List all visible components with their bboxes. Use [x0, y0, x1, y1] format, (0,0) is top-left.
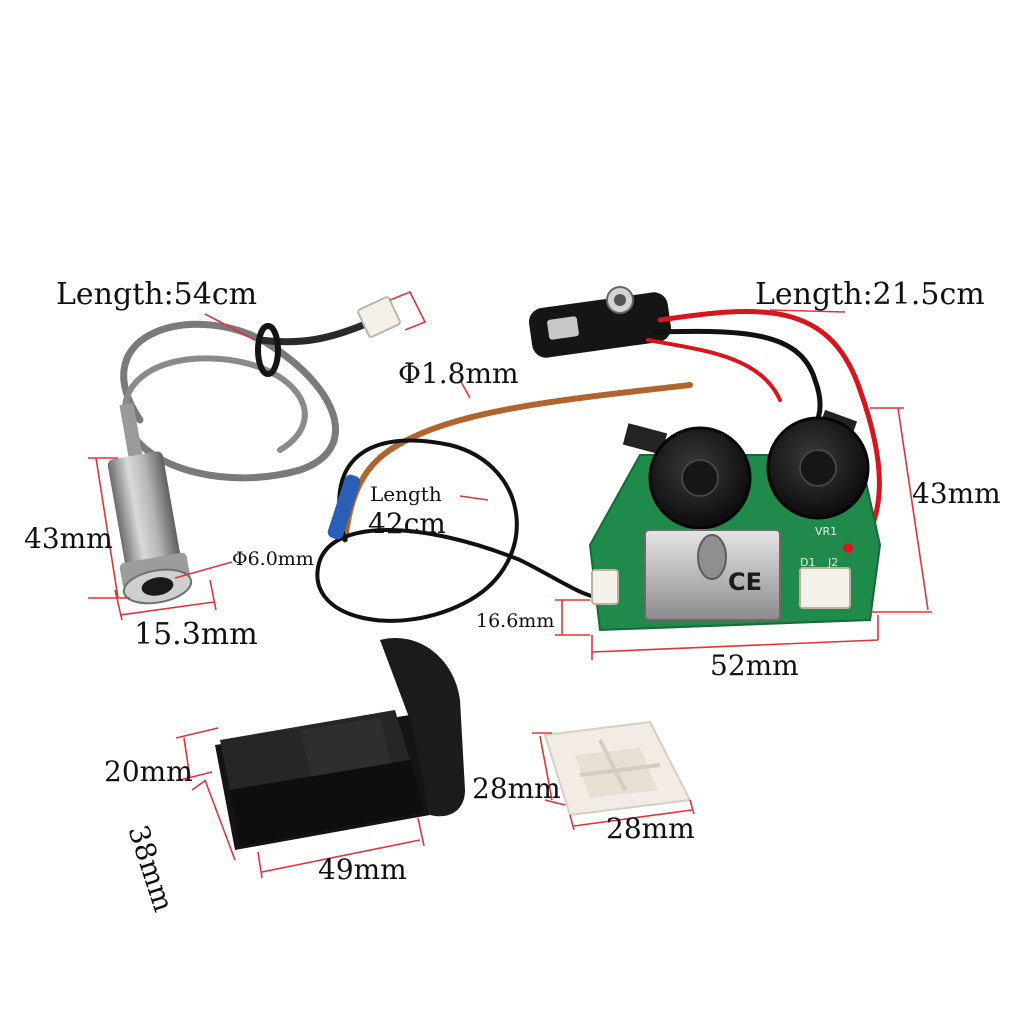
label-pickup-length-value: 42cm [368, 507, 446, 540]
adhesive-cable-mount [543, 720, 692, 817]
label-wire-length: Length:21.5cm [755, 277, 985, 312]
board-mark-vr1: VR1 [815, 525, 837, 538]
board-mark-d1: D1 [800, 556, 815, 569]
label-mount-height: 28mm [472, 772, 561, 805]
dimension-lines [88, 290, 932, 879]
board-mark-j2: J2 [827, 556, 838, 569]
pickup-cable [315, 438, 602, 623]
cable-tie-knot [255, 323, 281, 377]
label-braid-diameter: Φ1.8mm [398, 357, 519, 390]
preamp-board [588, 409, 882, 632]
gray-cable-to-connector [256, 316, 379, 346]
cable-connector-white [357, 296, 401, 338]
velcro-pouch [215, 638, 465, 850]
battery-wire-red [657, 309, 882, 563]
gray-cable [120, 320, 340, 482]
label-mount-width: 28mm [606, 812, 695, 845]
battery-wire-red-2 [646, 338, 782, 402]
output-jack-assembly [107, 296, 401, 605]
label-board-thickness: 16.6mm [476, 610, 555, 632]
battery-clip [529, 286, 671, 358]
label-board-height: 43mm [912, 477, 1001, 510]
label-cable-length: Length:54cm [56, 277, 258, 312]
label-jack-hole: Φ6.0mm [232, 548, 314, 570]
jack-barrel [107, 402, 193, 605]
label-pouch-height: 20mm [104, 755, 193, 788]
white-connector-right [799, 567, 851, 609]
pickup-blue-sleeve [327, 474, 361, 540]
board-mark-ce: CE [728, 568, 762, 596]
label-jack-width: 15.3mm [134, 617, 258, 652]
label-pouch-width: 49mm [318, 853, 407, 886]
label-pickup-length-word: Length [370, 482, 442, 506]
label-jack-height: 43mm [24, 522, 113, 555]
label-board-width: 52mm [710, 649, 799, 682]
white-connector-left [591, 569, 619, 605]
gray-cable-loop [122, 355, 308, 453]
